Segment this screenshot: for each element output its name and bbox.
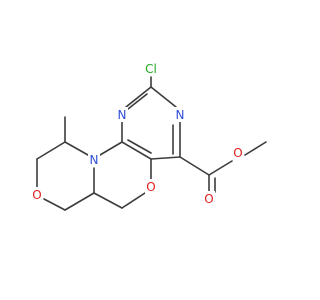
bond-o8-c7 (43, 198, 66, 211)
atom-cl: Cl (142, 61, 160, 76)
bond-c10-c9 (36, 141, 66, 160)
o-ether-atom-label: O (233, 146, 242, 160)
o5-atom-label: O (146, 180, 155, 194)
atom-n3: N (174, 107, 186, 122)
bond-o-ether-methyl (244, 141, 267, 156)
bond-c9b-c4a (121, 141, 152, 160)
o-carbonyl-atom-label: O (204, 192, 213, 206)
atom-o8: O (31, 187, 43, 202)
bond-c9b-c4a-double (127, 139, 152, 154)
atom-o5: O (145, 179, 157, 194)
atom-n1: N (116, 107, 128, 122)
bond-cester-o-ether (208, 160, 233, 176)
bond-c2-n1 (125, 86, 152, 108)
bond-c2-n1-double (127, 93, 148, 110)
atom-o-carbonyl: O (203, 191, 215, 206)
atom-labels: Cl N N N O O O O (31, 61, 244, 206)
bond-c2-n3 (150, 86, 177, 108)
bond-o5-c6 (121, 192, 146, 209)
bond-n10-c10 (64, 141, 89, 156)
n10-atom-label: N (90, 153, 99, 167)
o8-atom-label: O (32, 188, 41, 202)
atom-n10: N (88, 152, 100, 167)
bond-c7-c6a (64, 192, 95, 211)
chemical-structure: Cl N N N O O O O (31, 61, 267, 211)
bonds (36, 76, 267, 211)
atom-o-ether: O (232, 145, 244, 160)
bond-c4-c4a (150, 156, 181, 160)
n3-atom-label: N (176, 108, 185, 122)
bond-c6-c6a (93, 192, 123, 209)
cl-atom-label: Cl (145, 62, 157, 76)
bond-n10-c9b (99, 141, 123, 156)
n1-atom-label: N (118, 108, 127, 122)
bond-c4-cester (179, 156, 210, 176)
